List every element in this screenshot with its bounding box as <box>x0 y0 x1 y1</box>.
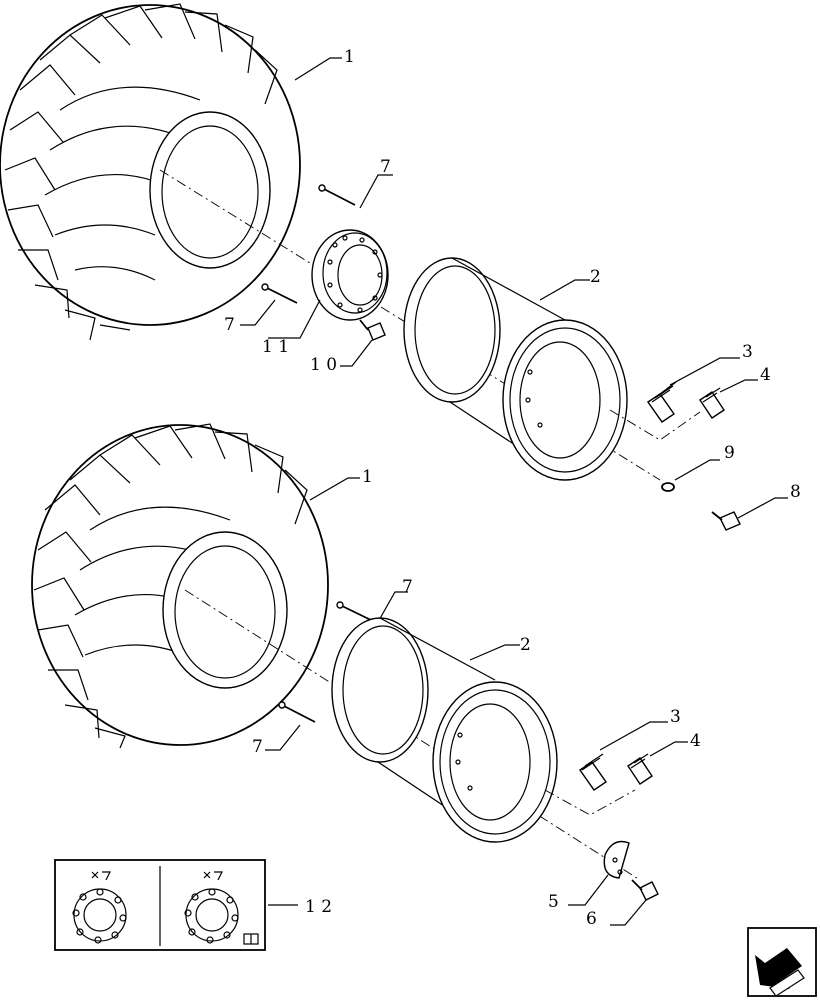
callout-rim-lower: 2 <box>520 635 531 655</box>
washer-upper <box>661 459 720 492</box>
callout-valve-upper: 3 <box>742 342 753 362</box>
callout-hub-ring: 1 1 <box>262 337 289 357</box>
valve-upper <box>647 357 740 423</box>
cap-lower <box>627 741 688 785</box>
callout-inset-panel: 1 2 <box>305 897 332 917</box>
callout-pin-upper-b: 7 <box>224 315 235 335</box>
callout-cap-upper: 4 <box>760 365 771 385</box>
callout-tire-lower: 1 <box>362 467 373 487</box>
leader-tire-lower <box>309 477 360 501</box>
rim-upper <box>403 257 628 481</box>
callout-hub-bolt: 1 0 <box>310 355 337 375</box>
callout-clamp-lower: 5 <box>548 892 559 912</box>
callout-pin-lower-b: 7 <box>252 737 263 757</box>
leader-tire-upper <box>294 57 342 81</box>
tire-lower <box>31 423 329 749</box>
inset-panel <box>54 859 298 951</box>
clamp-lower <box>568 840 630 906</box>
pin-lower-a <box>336 591 408 623</box>
callout-pin-upper-a: 7 <box>380 157 391 177</box>
callout-cap-lower: 4 <box>690 731 701 751</box>
pin-upper-a <box>318 174 393 209</box>
book-icon <box>243 933 259 945</box>
valve-lower <box>579 721 668 791</box>
bolt-upper <box>711 497 788 531</box>
arrow-back-icon[interactable] <box>747 927 817 997</box>
callout-valve-lower: 3 <box>670 707 681 727</box>
bolt-lower <box>610 879 659 926</box>
cap-upper <box>699 379 758 419</box>
tire-upper <box>0 3 301 341</box>
callout-tire-upper: 1 <box>344 47 355 67</box>
pin-lower-b <box>265 701 316 751</box>
callout-washer-upper: 9 <box>724 443 735 463</box>
callout-rim-upper: 2 <box>590 267 601 287</box>
rim-lower <box>331 617 558 843</box>
callout-bolt-upper: 8 <box>790 482 801 502</box>
hub-ring <box>268 229 389 339</box>
hub-bolt <box>340 319 386 367</box>
assembly-line-lower <box>544 789 636 816</box>
callout-pin-lower-a: 7 <box>402 577 413 597</box>
pin-upper-b <box>240 283 298 326</box>
callout-bolt-lower: 6 <box>586 909 597 929</box>
